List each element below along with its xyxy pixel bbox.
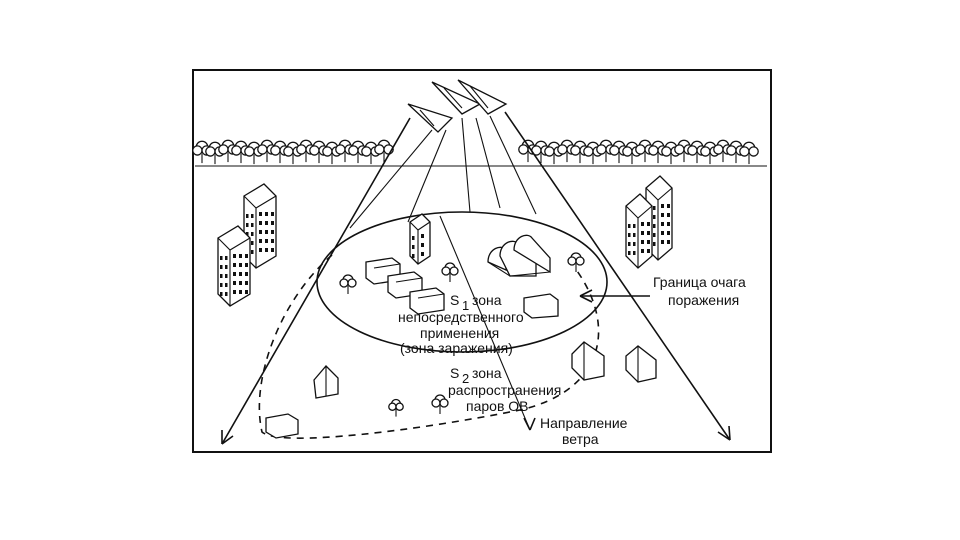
building-icon bbox=[218, 226, 250, 306]
house-icon bbox=[266, 414, 298, 438]
boundary-label-line1: Граница очага bbox=[653, 274, 746, 290]
wind-label-line2: ветра bbox=[562, 431, 599, 447]
zone2-label-line2: распространения bbox=[448, 382, 561, 398]
zone1-label-zone: зона bbox=[472, 292, 502, 308]
zone1-label-symbol: S bbox=[450, 292, 459, 308]
house-icon bbox=[524, 294, 558, 318]
boundary-label-line2: поражения bbox=[668, 292, 739, 308]
zone1-label-line3: применения bbox=[420, 325, 499, 341]
zone1-label-line2: непосредственного bbox=[398, 309, 524, 325]
wind-label-line1: Направление bbox=[540, 415, 628, 431]
zone2-label-zone: зона bbox=[472, 365, 502, 381]
building-icon bbox=[410, 214, 430, 264]
zone2-label-symbol: S bbox=[450, 365, 459, 381]
building-icon bbox=[626, 194, 652, 268]
zone2-label-line3: паров ОВ bbox=[466, 398, 529, 414]
zone1-label-line4: (зона заражения) bbox=[400, 340, 513, 356]
